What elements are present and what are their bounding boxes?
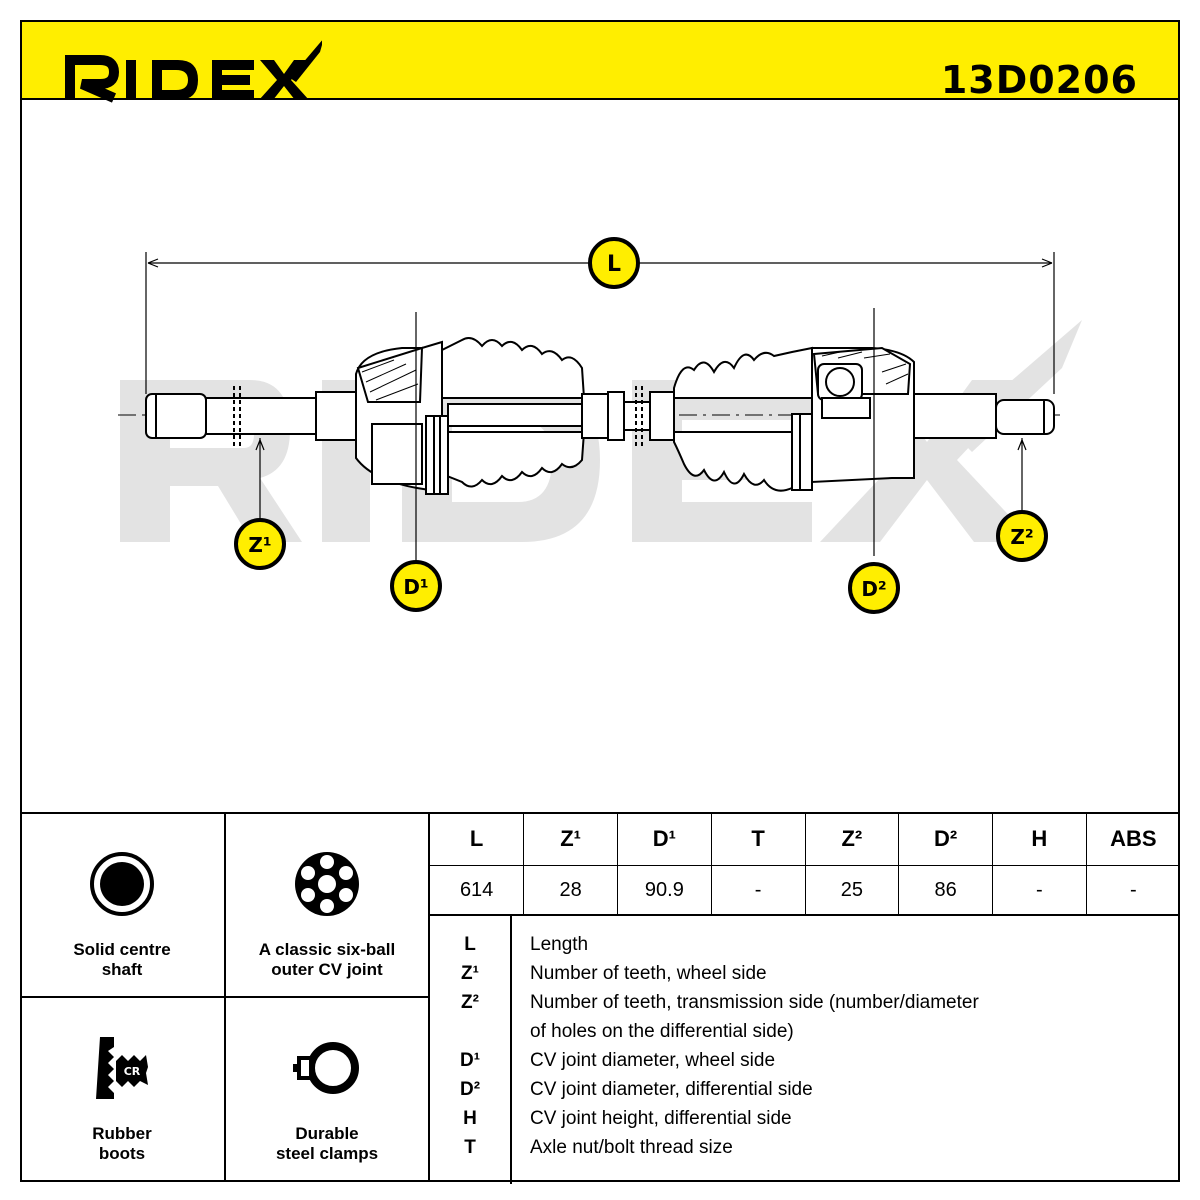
legend-text: Length — [530, 934, 589, 955]
label-D2-badge: D² — [848, 562, 900, 614]
legend-row: D² CV joint diameter, differential side — [430, 1075, 1180, 1104]
header-bar: 13D0206 — [20, 20, 1180, 103]
solid-shaft-icon — [89, 844, 155, 924]
label-Z2-badge: Z² — [996, 510, 1048, 562]
label-L-badge — [588, 237, 640, 289]
spec-value-cell: 25 — [805, 865, 900, 916]
label-D2: D² — [861, 577, 886, 601]
feature-steel-clamps: Durable steel clamps — [226, 996, 430, 1182]
feature-label: A classic six-ball outer CV joint — [258, 940, 396, 979]
spec-header-cell: ABS — [1086, 813, 1180, 866]
steel-clamp-icon — [291, 1028, 363, 1108]
legend-symbol: L — [464, 934, 476, 955]
label-L: L — [607, 252, 621, 277]
legend-divider — [510, 916, 512, 1184]
feature-six-ball-joint: A classic six-ball outer CV joint — [226, 812, 430, 996]
legend-symbol: H — [463, 1108, 477, 1129]
spec-value-cell: - — [711, 865, 806, 916]
legend-symbol: D² — [459, 1079, 481, 1100]
spec-value-cell: - — [992, 865, 1087, 916]
spec-value-cell: 86 — [898, 865, 993, 916]
spec-header-cell: H — [992, 813, 1087, 866]
legend-symbol: Z² — [461, 992, 479, 1013]
label-D1-badge: D¹ — [390, 560, 442, 612]
spec-table: L Z¹ D¹ T Z² D² H ABS 614 28 90.9 - 25 8… — [430, 812, 1180, 916]
feature-label: Durable steel clamps — [275, 1124, 379, 1163]
legend: L Length Z¹ Number of teeth, wheel side … — [430, 914, 1180, 1184]
legend-symbol: T — [464, 1137, 476, 1158]
feature-solid-shaft: Solid centre shaft — [20, 812, 226, 996]
legend-text: Axle nut/bolt thread size — [530, 1137, 733, 1158]
part-number: 13D0206 — [940, 58, 1138, 102]
spec-header-cell: L — [430, 813, 525, 866]
legend-symbol: Z¹ — [461, 963, 479, 984]
leader-lines — [255, 308, 1027, 562]
label-Z1-badge: Z¹ — [234, 518, 286, 570]
drive-shaft — [145, 337, 1055, 495]
legend-row: D¹ CV joint diameter, wheel side — [430, 1046, 1180, 1075]
spec-table-header-row: L Z¹ D¹ T Z² D² H ABS — [430, 813, 1180, 866]
spec-value-cell: 28 — [523, 865, 618, 916]
spec-value-cell: - — [1086, 865, 1180, 916]
drive-shaft-drawing: L — [118, 237, 1082, 614]
rubber-boot-cr-icon: CR — [92, 1028, 152, 1108]
legend-row: T Axle nut/bolt thread size — [430, 1133, 1180, 1162]
spec-header-cell: Z² — [805, 813, 900, 866]
spec-table-value-row: 614 28 90.9 - 25 86 - - — [430, 865, 1180, 916]
label-D1: D¹ — [403, 575, 428, 599]
specification-section: Solid centre shaft A classic six-ball ou… — [20, 812, 1180, 1184]
label-Z2: Z² — [1010, 525, 1033, 549]
spec-header-cell: D² — [898, 813, 993, 866]
feature-rubber-boots: CR Rubber boots — [20, 996, 226, 1182]
spec-value-cell: 90.9 — [617, 865, 712, 916]
legend-symbol: D¹ — [459, 1050, 481, 1071]
feature-label: Solid centre shaft — [73, 940, 171, 979]
label-Z1: Z¹ — [248, 533, 271, 557]
legend-text: Number of teeth, transmission side (numb… — [530, 992, 979, 1013]
brand-logo — [65, 40, 322, 103]
svg-text:CR: CR — [124, 1065, 141, 1078]
spec-value-cell: 614 — [430, 865, 525, 916]
six-ball-joint-icon — [293, 844, 361, 924]
legend-row: H CV joint height, differential side — [430, 1104, 1180, 1133]
legend-row: Z¹ Number of teeth, wheel side — [430, 959, 1180, 988]
legend-row: L Length — [430, 930, 1180, 959]
legend-text: of holes on the differential side) — [530, 1021, 794, 1042]
spec-header-cell: Z¹ — [523, 813, 618, 866]
legend-row: of holes on the differential side) — [430, 1017, 1180, 1046]
legend-text: CV joint diameter, differential side — [530, 1079, 813, 1100]
legend-text: CV joint height, differential side — [530, 1108, 792, 1129]
feature-label: Rubber boots — [92, 1124, 152, 1163]
legend-text: Number of teeth, wheel side — [530, 963, 767, 984]
legend-text: CV joint diameter, wheel side — [530, 1050, 776, 1071]
spec-header-cell: T — [711, 813, 806, 866]
legend-row: Z² Number of teeth, transmission side (n… — [430, 988, 1180, 1017]
feature-grid: Solid centre shaft A classic six-ball ou… — [20, 812, 430, 1182]
spec-header-cell: D¹ — [617, 813, 712, 866]
